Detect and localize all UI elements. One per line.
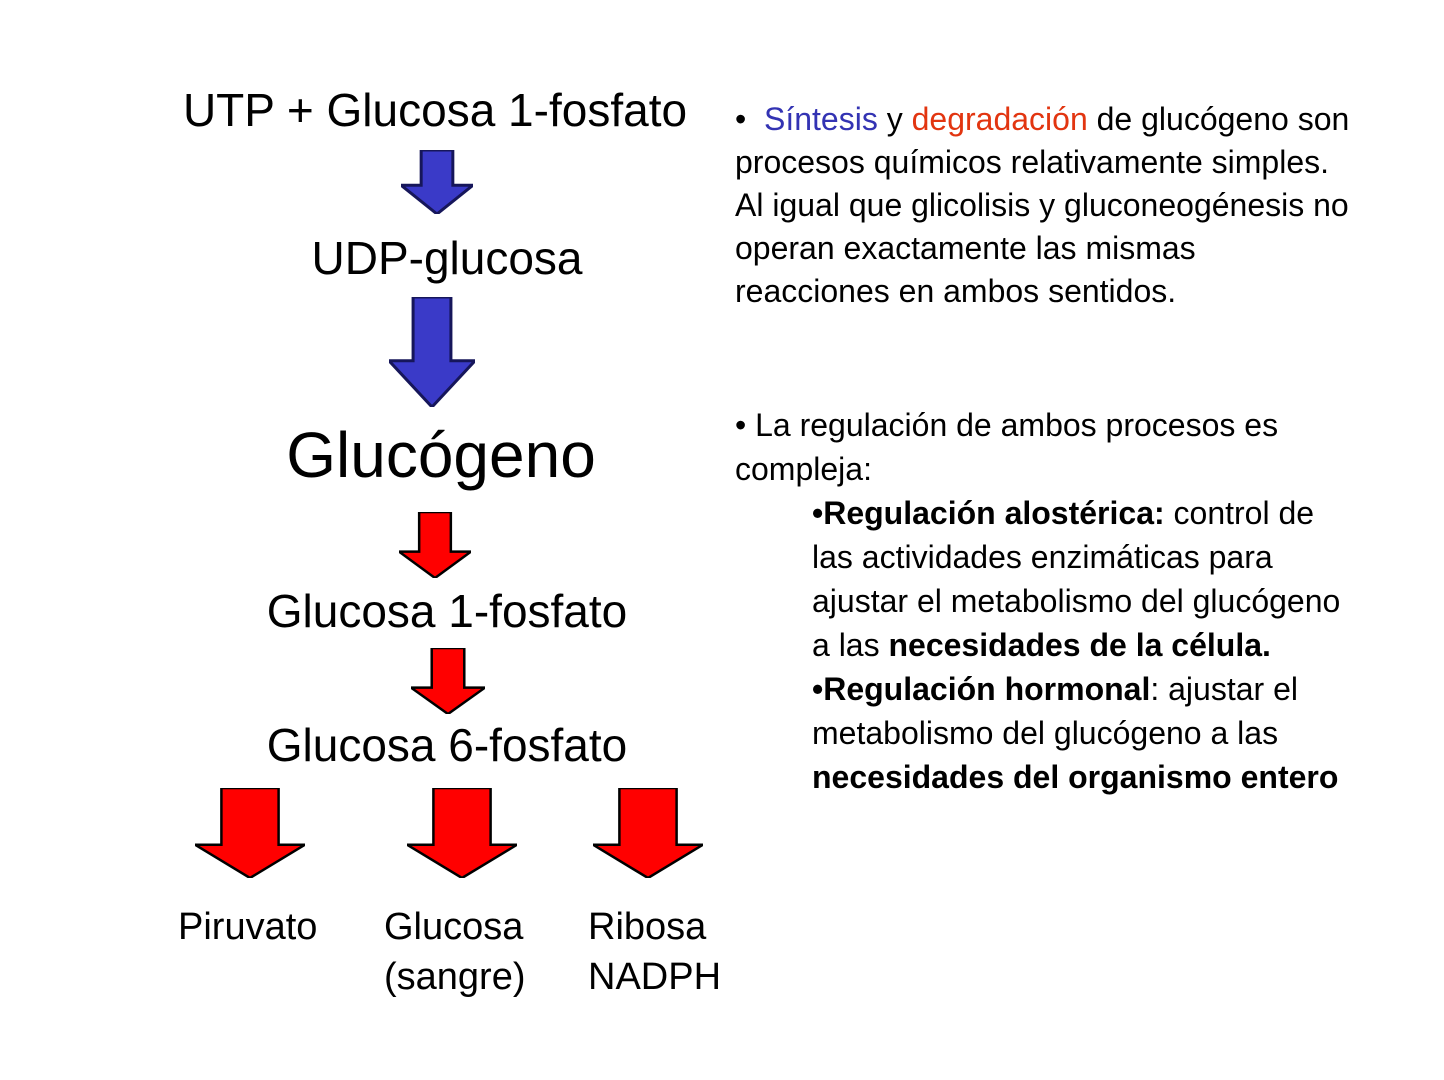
- notes-paragraph-regulation: • La regulación de ambos procesos es com…: [735, 403, 1441, 799]
- node-glucosa-1-fosfato: Glucosa 1-fosfato: [266, 585, 628, 637]
- node-glucosa-sangre-line1: Glucosa: [384, 906, 524, 948]
- degradation-down-arrow-icon: [411, 648, 485, 714]
- degradation-down-arrow-icon: [399, 512, 471, 578]
- node-ribosa-nadph-line1: Ribosa: [588, 906, 707, 948]
- synthesis-word: Síntesis: [763, 101, 878, 137]
- allosteric-regulation-term: •Regulación alostérica:: [812, 495, 1165, 531]
- notes-line: Al igual que glicolisis y gluconeogénesi…: [735, 187, 1349, 223]
- notes-text: y: [877, 101, 912, 137]
- arrow-shape: [389, 297, 475, 407]
- arrow-shape: [407, 788, 517, 878]
- bullet-glyph: •: [735, 101, 764, 137]
- notes-line: • La regulación de ambos procesos es: [735, 407, 1279, 443]
- notes-text: : ajustar el: [1150, 671, 1298, 707]
- notes-line: compleja:: [735, 451, 872, 487]
- organism-needs-emphasis: necesidades del organismo entero: [812, 759, 1339, 795]
- node-piruvato: Piruvato: [178, 906, 318, 948]
- degradation-down-arrow-icon: [195, 788, 305, 878]
- notes-line: a las necesidades de la célula.: [812, 623, 1441, 667]
- notes-paragraph-synthesis-degradation: • Síntesis y degradación de glucógeno so…: [735, 98, 1441, 313]
- node-glucosa-sangre: Glucosa (sangre): [384, 902, 526, 1002]
- notes-line: procesos químicos relativamente simples.: [735, 144, 1330, 180]
- arrow-shape: [411, 648, 485, 714]
- synthesis-down-arrow-icon: [401, 150, 473, 214]
- notes-line: operan exactamente las mismas: [735, 230, 1196, 266]
- notes-subbullet-hormonal: •Regulación hormonal: ajustar el: [812, 667, 1441, 711]
- cell-needs-emphasis: necesidades de la célula.: [888, 627, 1271, 663]
- arrow-shape: [401, 150, 473, 214]
- notes-subbullet-allosteric: •Regulación alostérica: control de: [812, 491, 1441, 535]
- degradation-down-arrow-icon: [593, 788, 703, 878]
- arrow-shape: [593, 788, 703, 878]
- degradation-down-arrow-icon: [407, 788, 517, 878]
- notes-text: control de: [1164, 495, 1315, 531]
- node-udp-glucosa: UDP-glucosa: [311, 232, 583, 284]
- notes-text: a las: [812, 627, 889, 663]
- notes-line: las actividades enzimáticas para: [812, 539, 1273, 575]
- node-glucogeno: Glucógeno: [286, 419, 596, 491]
- notes-line: metabolismo del glucógeno a las: [812, 715, 1279, 751]
- degradation-word: degradación: [911, 101, 1088, 137]
- hormonal-regulation-term: •Regulación hormonal: [812, 671, 1151, 707]
- node-glucosa-sangre-line2: (sangre): [384, 956, 526, 998]
- arrow-shape: [399, 512, 471, 578]
- synthesis-down-arrow-icon: [389, 297, 475, 407]
- notes-line: ajustar el metabolismo del glucógeno: [812, 583, 1341, 619]
- node-glucosa-6-fosfato: Glucosa 6-fosfato: [266, 719, 628, 771]
- arrow-shape: [195, 788, 305, 878]
- notes-line: • Síntesis y degradación de glucógeno so…: [735, 98, 1441, 141]
- notes-line: reacciones en ambos sentidos.: [735, 273, 1177, 309]
- node-ribosa-nadph: Ribosa NADPH: [588, 902, 721, 1002]
- node-utp-plus-glucosa-1-fosfato: UTP + Glucosa 1-fosfato: [182, 84, 688, 136]
- node-ribosa-nadph-line2: NADPH: [588, 956, 722, 998]
- notes-text: de glucógeno son: [1087, 101, 1350, 137]
